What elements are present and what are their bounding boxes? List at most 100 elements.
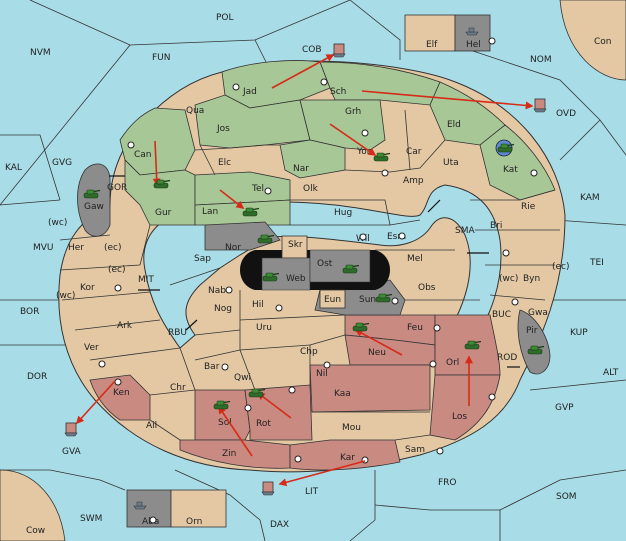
supply-center-icon [433,324,441,332]
territory-eld[interactable] [429,81,506,146]
sea-label: KUP [570,328,588,338]
sea-label: KAL [5,163,22,173]
supply-center-icon [429,360,437,368]
territory-orn[interactable] [170,489,227,528]
land-label: Rot [256,419,271,429]
supply-center-icon [114,284,122,292]
sea-label: POL [216,13,234,23]
sea-labels: POL NVM FUN COB NOM OVD KAL GVG GOR MVU … [5,13,619,530]
land-label: Bar [204,362,220,372]
supply-center-icon [530,169,538,177]
territory-sch[interactable] [319,61,441,106]
territory-pir[interactable] [517,309,551,375]
supply-center-icon [149,516,157,524]
sea-label: SOM [556,492,577,502]
land-label: Chp [300,347,318,357]
passage-arrow [185,319,198,331]
sea-label: BOR [20,307,39,317]
land-label: Nab [208,286,226,296]
supply-center-icon [264,187,272,195]
land-label: (ec) [104,243,122,253]
army-units [83,139,545,410]
territory-tel[interactable] [194,171,291,206]
land-label: Ken [113,388,130,398]
supply-center-icon [436,447,444,455]
territory-sol[interactable] [194,389,251,441]
sea-label: DAX [270,520,289,530]
sea-label: SMA [455,226,475,236]
fleet-icon-hel[interactable] [465,27,479,36]
land-label: Sol [218,418,232,428]
land-label: Feu [407,323,423,333]
land-label: Nor [225,243,241,253]
land-label: Yor [356,147,371,157]
fleet-icon[interactable] [332,43,346,58]
supply-center-icon [488,393,496,401]
territory-ken[interactable] [89,374,151,421]
supply-center-icon [244,404,252,412]
territory-ost[interactable] [309,249,371,283]
supply-center-icon [221,363,229,371]
fleet-icon[interactable] [261,481,275,496]
move-arrow [218,405,253,457]
sea-label: MIT [138,275,154,285]
supply-center-icon [361,129,369,137]
land-label: Her [68,243,84,253]
supply-centers [98,37,538,524]
land-label: Obs [418,283,436,293]
land-label: Ost [317,259,333,269]
land-labels: Jad Sch Qua Jos Grh Eld Can Elc Nar Yor … [48,87,570,463]
territory-eun-box [319,289,346,309]
land-label: Can [134,150,152,160]
fleet-icon-aba[interactable] [133,501,147,510]
move-arrow [278,460,366,487]
land-label: Con [594,37,612,47]
red-territories [89,314,501,471]
land-label: Los [452,412,467,422]
land-label: Hel [466,40,481,50]
passage-arrow [427,199,441,213]
land-label: Sch [330,87,346,97]
supply-center-icon [288,386,296,394]
sea-label: LIT [305,487,319,497]
land-label: Nog [214,304,232,314]
supply-center-icon [391,297,399,305]
land-label: Byn [523,274,540,284]
move-arrow [361,90,534,110]
land-label: Elf [426,40,438,50]
land-label: Uru [256,323,272,333]
sea-label: DOR [27,372,47,382]
move-arrow [354,329,403,356]
land-label: Ark [117,321,133,331]
territory-kar[interactable] [289,439,401,471]
land-label: Lan [202,207,218,217]
land-label: Gwa [528,308,548,318]
land-label: Jos [216,124,230,134]
supply-center-icon [232,83,240,91]
land-label: Orl [446,358,459,368]
land-label: Olk [303,184,319,194]
supply-center-icon [488,37,496,45]
territory-lan[interactable] [194,199,291,226]
land-label: Cow [26,526,45,536]
land-label: Bri [490,221,502,231]
land-label: Eld [447,120,461,130]
land-label: (wc) [56,291,75,301]
territory-web[interactable] [261,257,311,291]
territory-kaa[interactable] [309,364,431,413]
supply-center-icon [359,233,367,241]
sea-label: KAM [580,193,600,203]
supply-center-icon [320,78,328,86]
territory-elf[interactable] [404,14,456,52]
supply-center-icon [323,361,331,369]
fleet-icon[interactable] [64,422,78,437]
land-borders [59,109,560,441]
sea-label: TEI [589,258,604,268]
fleet-icon[interactable] [533,98,547,113]
supply-center-icon [98,360,106,368]
territory-los[interactable] [429,374,501,441]
move-arrow [75,380,116,425]
move-arrow [256,392,292,419]
land-label: Car [406,147,422,157]
